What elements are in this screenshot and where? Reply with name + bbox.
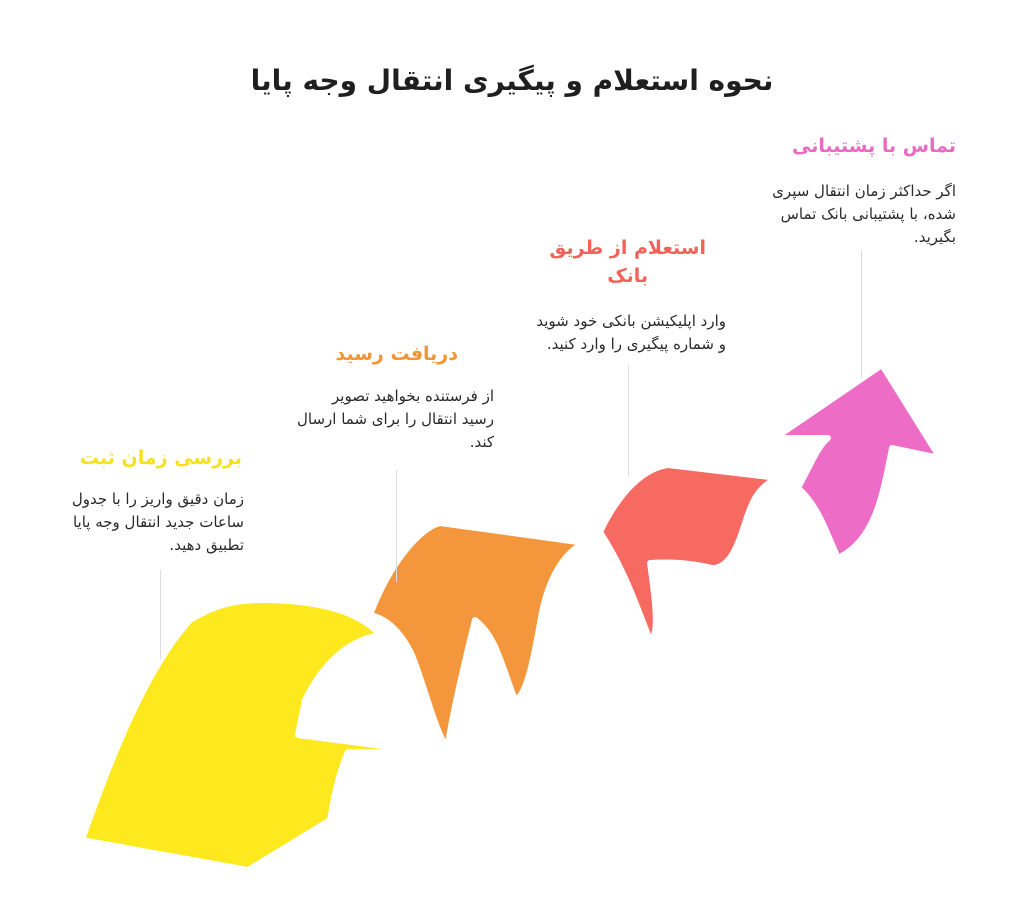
step-1-line-2: ساعات جدید انتقال وجه پایا	[72, 513, 244, 531]
step-2-description: از فرستنده بخواهید تصویر رسید انتقال را …	[297, 385, 494, 454]
guide-line	[396, 470, 397, 582]
step-4-line-2: شده، با پشتیبانی بانک تماس	[780, 205, 956, 223]
ribbon-segment-red	[597, 462, 781, 643]
step-2-line-2: رسید انتقال را برای شما ارسال	[296, 410, 494, 428]
step-3-heading-line-2: بانک	[607, 265, 649, 287]
step-2-line-1: از فرستنده بخواهید تصویر	[332, 387, 494, 405]
step-3-heading-line-1: استعلام از طریق	[549, 237, 706, 259]
guide-line	[628, 365, 629, 477]
guide-line	[160, 570, 161, 660]
guide-line	[861, 250, 862, 378]
step-3-line-1: وارد اپلیکیشن بانکی خود شوید	[536, 312, 726, 330]
step-2-heading: دریافت رسید	[335, 343, 458, 365]
step-1-heading: بررسی زمان ثبت	[79, 447, 242, 469]
ribbon-segment-orange	[367, 520, 588, 751]
ribbon-segment-pink	[772, 362, 943, 561]
step-3-line-2: و شماره پیگیری را وارد کنید.	[546, 335, 726, 353]
step-4-description: اگر حداکثر زمان انتقال سپری شده، با پشتی…	[772, 180, 956, 249]
step-4-heading: تماس با پشتیبانی	[792, 135, 956, 157]
step-4-line-3: بگیرید.	[913, 228, 956, 246]
page-title: نحوه استعلام و پیگیری انتقال وجه پایا	[250, 64, 774, 97]
step-1-description: زمان دقیق واریز را با جدول ساعات جدید ان…	[72, 488, 244, 557]
step-2-line-3: کند.	[469, 433, 494, 451]
step-4-line-1: اگر حداکثر زمان انتقال سپری	[772, 182, 956, 200]
step-1-line-1: زمان دقیق واریز را با جدول	[71, 490, 244, 508]
step-3-description: وارد اپلیکیشن بانکی خود شوید و شماره پیگ…	[536, 310, 726, 356]
step-1-line-3: تطبیق دهید.	[169, 536, 244, 554]
ribbon-segment-yellow	[79, 597, 431, 873]
step-3-heading: استعلام از طریق بانک	[549, 234, 706, 290]
